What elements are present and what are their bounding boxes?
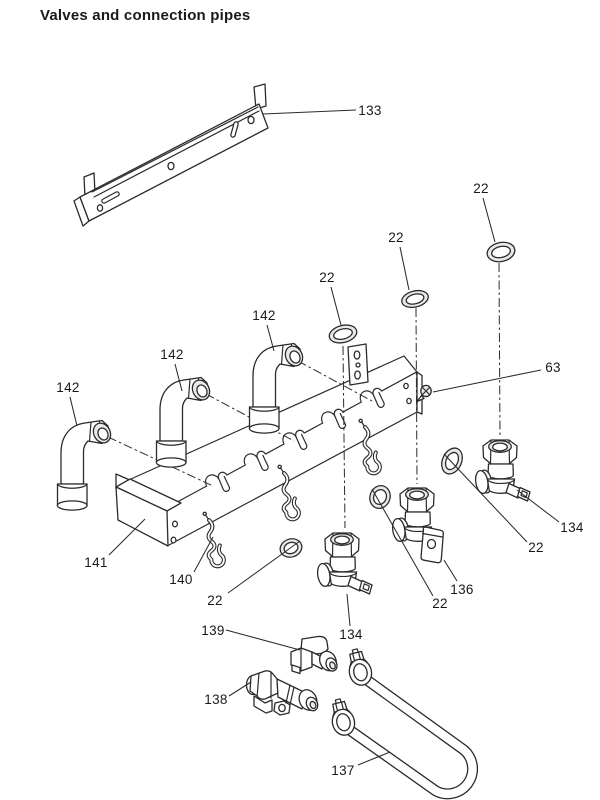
callout-134-1: 134 xyxy=(339,627,363,642)
leader-136 xyxy=(443,559,458,582)
part-63-screw xyxy=(416,384,432,403)
leader-142b xyxy=(174,363,183,392)
callout-22-6: 22 xyxy=(432,596,448,611)
callout-22-2: 22 xyxy=(388,230,404,245)
callout-136: 136 xyxy=(450,582,473,597)
leader-22d xyxy=(227,540,301,594)
part-136-gas-valve xyxy=(391,488,443,563)
callout-138: 138 xyxy=(204,692,227,707)
leader-142a xyxy=(69,396,78,427)
part-138-valve xyxy=(245,670,319,716)
callout-22-4: 22 xyxy=(207,593,223,608)
callout-140: 140 xyxy=(169,572,192,587)
leader-134b xyxy=(516,489,560,523)
leader-22c xyxy=(482,197,496,243)
leader-139 xyxy=(225,629,301,651)
leader-63 xyxy=(432,369,542,393)
part-137-u-pipe xyxy=(335,665,479,800)
callout-22-3: 22 xyxy=(473,181,489,196)
part-22-o-ring-c xyxy=(486,241,516,263)
callout-139: 139 xyxy=(201,623,224,638)
part-139-valve xyxy=(290,635,338,675)
part-134-valve-right xyxy=(474,440,530,501)
leader-lines xyxy=(69,109,560,766)
part-22-o-ring-a xyxy=(328,324,358,344)
callout-141: 141 xyxy=(84,555,107,570)
leader-22f xyxy=(371,488,434,597)
callout-63: 63 xyxy=(545,360,561,375)
page-title: Valves and connection pipes xyxy=(40,7,250,24)
part-133-mounting-rail xyxy=(73,83,269,227)
callout-134-2: 134 xyxy=(560,520,584,535)
callout-142-1: 142 xyxy=(56,380,79,395)
callout-137: 137 xyxy=(331,763,354,778)
part-142-elbow-pipe-1 xyxy=(56,419,115,511)
leader-140 xyxy=(193,536,214,573)
callout-22-5: 22 xyxy=(528,540,544,555)
leader-22a xyxy=(330,286,342,326)
leader-133 xyxy=(262,109,357,115)
callout-22-1: 22 xyxy=(319,270,335,285)
callout-133: 133 xyxy=(358,103,381,118)
callout-142-3: 142 xyxy=(252,308,275,323)
callout-142-2: 142 xyxy=(160,347,183,362)
leader-138 xyxy=(228,681,252,697)
leader-22e xyxy=(443,453,528,543)
leader-142c xyxy=(266,324,275,352)
bracket-plate xyxy=(347,343,369,386)
part-134-valve-center xyxy=(316,533,372,594)
leader-134a xyxy=(346,593,351,627)
callout-labels: 133 142 142 142 22 22 22 63 141 140 22 1… xyxy=(56,103,584,778)
leader-137 xyxy=(357,751,391,766)
part-22-o-ring-f xyxy=(369,485,391,509)
leader-22b xyxy=(399,246,410,291)
leader-141 xyxy=(108,518,146,556)
part-22-o-ring-b xyxy=(401,289,429,309)
